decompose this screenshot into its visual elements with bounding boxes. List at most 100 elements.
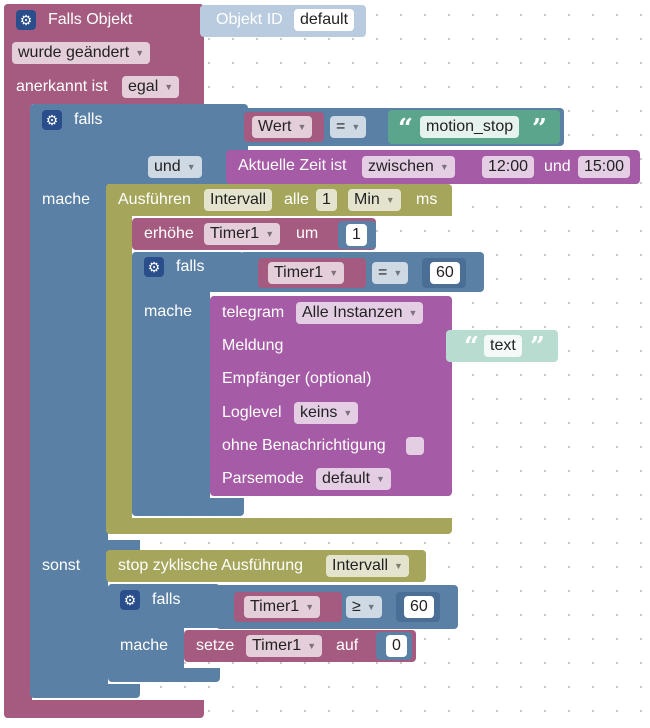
by-label: um [296, 225, 319, 242]
changed-dropdown-label: wurde geändert [18, 44, 130, 61]
if2-var-dropdown[interactable]: Timer1 ▼ [268, 262, 345, 284]
message-field[interactable]: text [484, 335, 522, 357]
if-block-2[interactable] [132, 252, 210, 516]
parsemode-label: Parsemode [222, 470, 304, 487]
if-block-1-footer [30, 684, 140, 698]
else-label: sonst [42, 557, 81, 574]
gear-icon[interactable]: ⚙ [42, 110, 62, 130]
time-and-label: und [544, 158, 571, 175]
object-id-field[interactable]: default [294, 9, 355, 31]
chevron-down-icon: ▼ [393, 268, 403, 278]
interval-var-label: Intervall [210, 191, 267, 208]
interval-unit-dropdown[interactable]: Min ▼ [348, 189, 401, 211]
telegram-block[interactable] [210, 296, 452, 496]
string-field-1[interactable]: motion_stop [420, 116, 520, 138]
if1-label: falls [74, 111, 103, 128]
compare-op-label: = [336, 118, 346, 135]
chevron-down-icon: ▼ [297, 122, 307, 132]
ack-label: anerkannt ist [16, 78, 108, 95]
interval-block[interactable] [106, 184, 132, 534]
event-footer [4, 700, 204, 718]
stop-var-dropdown[interactable]: Intervall ▼ [326, 555, 409, 577]
loglevel-label: Loglevel [222, 404, 282, 421]
loglevel-dropdown-label: keins [300, 404, 338, 421]
time-dropdown-label: zwischen [368, 158, 434, 175]
chevron-down-icon: ▼ [186, 162, 196, 172]
ack-dropdown[interactable]: egal ▼ [122, 76, 180, 98]
chevron-down-icon: ▼ [343, 408, 353, 418]
if3-var-dropdown[interactable]: Timer1 ▼ [244, 596, 321, 618]
event-block[interactable] [4, 4, 32, 718]
if-block-1[interactable] [30, 104, 108, 694]
do-label-2: mache [144, 303, 193, 320]
parsemode-dropdown-label: default [322, 470, 371, 487]
stop-var-label: Intervall [332, 557, 389, 574]
if2-value-field[interactable]: 60 [430, 262, 460, 284]
if3-op-label: ≥ [352, 598, 361, 615]
chevron-down-icon: ▼ [385, 195, 395, 205]
changed-dropdown[interactable]: wurde geändert ▼ [12, 42, 151, 64]
chevron-down-icon: ▼ [394, 561, 403, 571]
set-var-label: Timer1 [252, 637, 302, 654]
gear-icon[interactable]: ⚙ [120, 590, 140, 610]
do-label-3: mache [120, 637, 169, 654]
interval-unit-label: Min [354, 191, 380, 208]
chevron-down-icon: ▼ [408, 308, 418, 318]
interval-label: Ausführen [118, 191, 191, 208]
recipient-label: Empfänger (optional) [222, 370, 372, 387]
chevron-down-icon: ▼ [329, 268, 339, 278]
event-title: Falls Objekt [48, 11, 133, 28]
to-label: auf [336, 637, 359, 654]
increment-var-dropdown[interactable]: Timer1 ▼ [204, 223, 281, 245]
telegram-instance-dropdown[interactable]: Alle Instanzen ▼ [296, 302, 424, 324]
increment-value-field[interactable]: 1 [346, 224, 367, 246]
if2-op-dropdown[interactable]: =▼ [372, 262, 409, 284]
time-start-field[interactable]: 12:00 [482, 156, 535, 178]
gear-icon[interactable]: ⚙ [144, 257, 164, 277]
if3-var-label: Timer1 [250, 598, 300, 615]
gear-icon[interactable]: ⚙ [16, 10, 36, 30]
chevron-down-icon: ▼ [366, 602, 376, 612]
chevron-down-icon: ▼ [305, 602, 315, 612]
if3-op-dropdown[interactable]: ≥▼ [346, 596, 382, 618]
if2-var-label: Timer1 [274, 264, 324, 281]
compare-op-dropdown-1[interactable]: =▼ [330, 116, 367, 138]
if3-value-field[interactable]: 60 [404, 596, 434, 618]
stop-label: stop zyklische Ausführung [118, 557, 303, 574]
quote-close-icon: ” [532, 114, 547, 144]
message-label: Meldung [222, 337, 284, 354]
quote-open-icon: “ [464, 332, 479, 362]
loglevel-dropdown[interactable]: keins ▼ [294, 402, 359, 424]
chevron-down-icon: ▼ [351, 122, 361, 132]
interval-footer [106, 518, 452, 534]
wert-dropdown[interactable]: Wert ▼ [252, 116, 313, 138]
silent-checkbox[interactable] [406, 437, 424, 455]
if-block-3-footer [108, 668, 220, 682]
time-dropdown[interactable]: zwischen▼ [362, 156, 455, 178]
set-var-dropdown[interactable]: Timer1▼ [246, 635, 323, 657]
interval-var-dropdown[interactable]: Intervall [204, 189, 273, 211]
ack-dropdown-label: egal [128, 78, 159, 95]
chevron-down-icon: ▼ [164, 82, 174, 92]
set-value-field[interactable]: 0 [386, 635, 407, 657]
wert-dropdown-label: Wert [258, 118, 292, 135]
telegram-instance-label: Alle Instanzen [302, 304, 403, 321]
time-label: Aktuelle Zeit ist [238, 157, 347, 174]
increment-var-label: Timer1 [210, 225, 260, 242]
silent-label: ohne Benachrichtigung [222, 437, 386, 454]
telegram-label: telegram [222, 304, 285, 321]
if-block-2-footer [132, 498, 244, 516]
chevron-down-icon: ▼ [135, 48, 145, 58]
increment-label: erhöhe [144, 225, 194, 242]
chevron-down-icon: ▼ [265, 229, 275, 239]
quote-open-icon: “ [398, 114, 413, 144]
if2-op-label: = [378, 264, 388, 281]
do-label-1: mache [42, 191, 91, 208]
object-id-label: Objekt ID [216, 11, 283, 28]
interval-value-field[interactable]: 1 [316, 189, 337, 211]
time-end-field[interactable]: 15:00 [578, 156, 631, 178]
set-label: setze [196, 637, 235, 654]
parsemode-dropdown[interactable]: default▼ [316, 468, 391, 490]
if2-label: falls [176, 258, 205, 275]
and-dropdown[interactable]: und▼ [148, 156, 202, 178]
